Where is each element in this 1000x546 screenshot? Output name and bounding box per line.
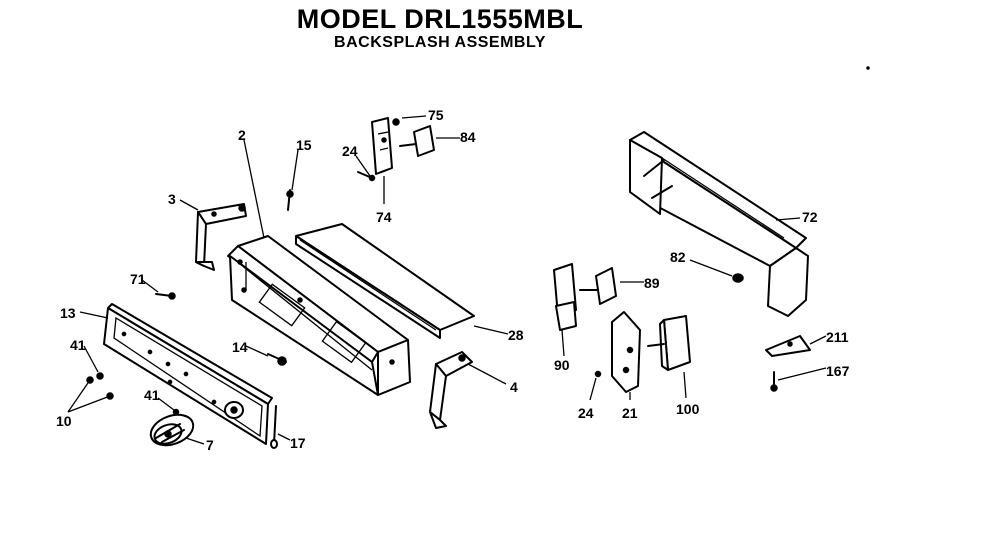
label-10: 10 (56, 413, 72, 429)
top-cover-strip (295, 223, 475, 339)
terminal-block-21 (611, 311, 641, 393)
switch-part-89 (579, 267, 617, 305)
label-41-left: 41 (70, 337, 86, 353)
model-title: MODEL DRL1555MBL (296, 4, 584, 34)
label-13: 13 (60, 305, 76, 321)
label-24-lower: 24 (578, 405, 594, 421)
label-7: 7 (206, 437, 214, 453)
grommet-part-82 (732, 273, 744, 283)
label-41-lower: 41 (144, 387, 160, 403)
label-89: 89 (644, 275, 660, 291)
bracket-part-90 (553, 263, 577, 331)
motor-part-100 (647, 315, 691, 371)
assembly-title: BACKSPLASH ASSEMBLY (334, 34, 546, 51)
label-71: 71 (130, 271, 146, 287)
label-82: 82 (670, 249, 686, 265)
label-15: 15 (296, 137, 312, 153)
screw-part-14 (267, 353, 287, 366)
clip-part-41 (96, 372, 180, 416)
screw-part-24-lower (594, 370, 602, 378)
backsplash-panel (227, 235, 411, 396)
label-90: 90 (554, 357, 570, 373)
label-72: 72 (802, 209, 818, 225)
left-end-bracket (195, 203, 247, 271)
screw-part-167 (770, 371, 778, 392)
clip-part-211 (765, 335, 811, 357)
label-2: 2 (238, 127, 246, 143)
screw-part-15 (286, 189, 294, 211)
label-84: 84 (460, 129, 476, 145)
screw-part-71 (155, 292, 176, 300)
right-end-bracket (429, 351, 473, 429)
switch-bracket-74 (371, 117, 393, 175)
timer-knob (149, 413, 195, 447)
label-24-top: 24 (342, 143, 358, 159)
label-28: 28 (508, 327, 524, 343)
screw-part-24-top (357, 171, 376, 182)
label-4: 4 (510, 379, 518, 395)
label-14: 14 (232, 339, 248, 355)
screw-part-17 (270, 405, 278, 449)
screw-part-75 (392, 118, 400, 126)
label-100: 100 (676, 401, 700, 417)
rear-cover-72 (629, 131, 809, 317)
label-21: 21 (622, 405, 638, 421)
label-167: 167 (826, 363, 850, 379)
stray-dot (866, 66, 870, 70)
label-75: 75 (428, 107, 444, 123)
leader-lines (67, 115, 827, 445)
label-17: 17 (290, 435, 306, 451)
part-labels: 2 3 4 7 10 13 14 15 17 21 24 24 28 41 41… (56, 107, 850, 453)
label-3: 3 (168, 191, 176, 207)
label-211: 211 (826, 329, 849, 345)
switch-part-84 (399, 125, 435, 157)
label-74: 74 (376, 209, 392, 225)
control-panel (103, 303, 273, 445)
